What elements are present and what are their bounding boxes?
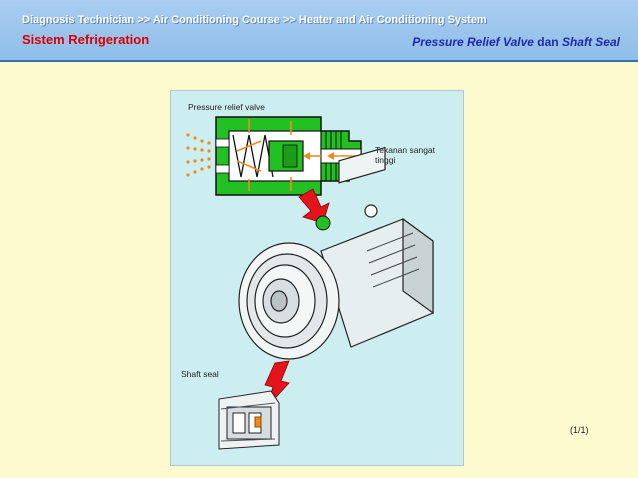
topic-title: Pressure Relief Valve dan Shaft Seal — [412, 35, 620, 49]
breadcrumb: Diagnosis Technician >> Air Conditioning… — [22, 14, 487, 26]
label-high-pressure: Tekanan sangat tinggi — [375, 145, 436, 165]
compressor-diagram-svg — [186, 116, 434, 450]
header-bar: Diagnosis Technician >> Air Conditioning… — [0, 0, 638, 62]
compressor-illustration: Pressure relief valve Tekanan sangat tin… — [170, 90, 464, 466]
section-title: Sistem Refrigeration — [22, 32, 150, 47]
label-pressure-relief-valve: Pressure relief valve — [188, 102, 266, 112]
valve-location-arrow — [298, 188, 330, 224]
shaft-seal-drawing — [218, 390, 280, 450]
spray-particles — [186, 133, 211, 177]
topic-connector: dan — [537, 35, 559, 49]
compressor-drawing — [238, 146, 434, 360]
topic-part-relief-valve: Pressure Relief Valve — [412, 35, 534, 49]
gas-flow-arrows — [236, 119, 357, 191]
page-indicator: (1/1) — [570, 425, 589, 435]
topic-part-shaft-seal: Shaft Seal — [561, 35, 620, 49]
label-shaft-seal: Shaft seal — [181, 369, 219, 379]
